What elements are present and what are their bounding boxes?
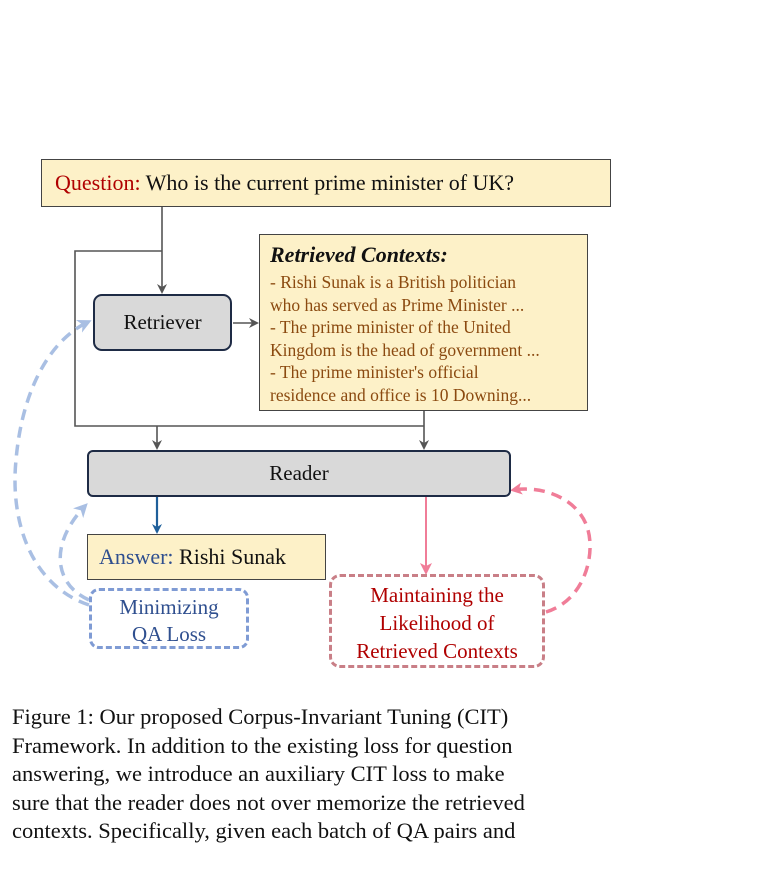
qa-loss-box: Minimizing QA Loss	[89, 588, 249, 649]
context-line: Kingdom is the head of government ...	[270, 339, 540, 360]
question-text: Who is the current prime minister of UK?	[145, 170, 515, 195]
qa-loss-to-retriever-feedback	[13, 319, 92, 607]
question-label: Question:	[55, 170, 141, 195]
maintain-to-reader-feedback	[510, 482, 592, 614]
maintain-line: Retrieved Contexts	[356, 639, 518, 663]
qa-loss-to-reader-feedback	[58, 503, 90, 602]
retriever-label: Retriever	[123, 310, 202, 334]
caption-line: answering, we introduce an auxiliary CIT…	[12, 761, 505, 787]
qa-loss-line: Minimizing	[119, 595, 219, 619]
question-box: Question: Who is the current prime minis…	[41, 159, 611, 207]
caption-line: contexts. Specifically, given each batch…	[12, 818, 516, 844]
maintain-line: Likelihood of	[379, 611, 495, 635]
context-line: residence and office is 10 Downing...	[270, 384, 532, 405]
context-line: - The prime minister's official	[270, 362, 479, 382]
answer-box: Answer: Rishi Sunak	[87, 534, 326, 580]
context-line: - The prime minister of the United	[270, 317, 511, 337]
reader-module: Reader	[87, 450, 511, 497]
reader-label: Reader	[269, 461, 329, 485]
context-line: - Rishi Sunak is a British politician	[270, 272, 516, 292]
answer-label: Answer:	[99, 544, 174, 569]
figure-caption: Figure 1: Our proposed Corpus-Invariant …	[12, 703, 622, 846]
qa-loss-line: QA Loss	[131, 622, 207, 646]
caption-line: Figure 1: Our proposed Corpus-Invariant …	[12, 704, 509, 729]
question-bypass-line	[74, 250, 424, 427]
caption-line: sure that the reader does not over memor…	[12, 789, 525, 815]
retriever-module: Retriever	[93, 294, 232, 351]
maintain-line: Maintaining the	[370, 583, 504, 607]
context-line: who has served as Prime Minister ...	[270, 294, 525, 315]
maintain-likelihood-box: Maintaining the Likelihood of Retrieved …	[329, 574, 545, 668]
caption-line: Framework. In addition to the existing l…	[12, 732, 513, 758]
retrieved-contexts-box: Retrieved Contexts: - Rishi Sunak is a B…	[259, 234, 588, 411]
answer-text: Rishi Sunak	[179, 544, 287, 569]
retrieved-contexts-title: Retrieved Contexts:	[270, 242, 448, 267]
